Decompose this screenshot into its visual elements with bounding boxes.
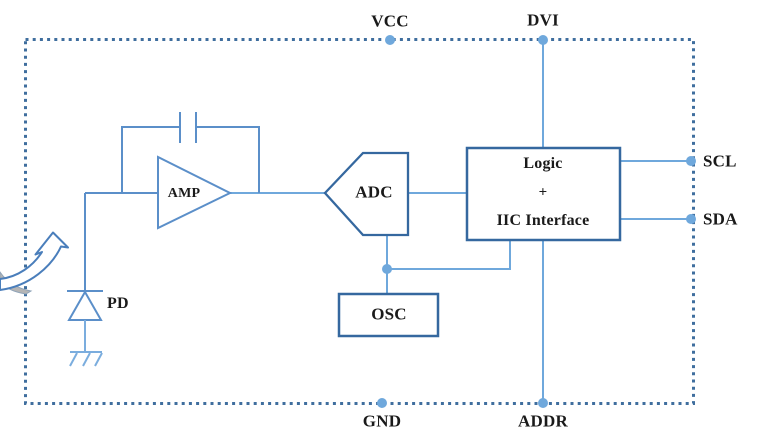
ground-symbol (69, 320, 103, 367)
osc-box (337, 292, 440, 338)
amp-triangle (157, 155, 233, 230)
pin-label-vcc: VCC (371, 11, 409, 31)
logic-label-line2: + (538, 184, 548, 201)
wire-osc-junction-to-logic (387, 240, 511, 270)
adc-label: ADC (355, 182, 393, 202)
wires (230, 40, 691, 403)
feedback-wire-left (121, 126, 180, 193)
osc-label: OSC (371, 304, 407, 324)
gnd-pin-dot (377, 398, 387, 408)
osc-junction-dot (382, 264, 392, 274)
amp-label: AMP (167, 186, 201, 201)
pd-label: PD (107, 295, 129, 312)
vcc-pin-dot (385, 35, 395, 45)
pin-label-sda: SDA (703, 209, 738, 229)
feedback-wire-right (196, 126, 260, 193)
photodiode-triangle (67, 289, 103, 321)
ground-tick-1 (69, 352, 78, 367)
pin-label-gnd: GND (362, 411, 402, 431)
adc-shape (323, 151, 410, 237)
dvi-pin-dot (538, 35, 548, 45)
addr-pin-dot (538, 398, 548, 408)
light-arrow (0, 231, 69, 291)
ground-tick-3 (94, 352, 103, 367)
logic-label-line1: Logic (523, 155, 563, 172)
connection-dots (377, 35, 696, 408)
ground-tick-2 (82, 352, 91, 367)
pin-label-scl: SCL (703, 151, 737, 171)
pin-label-addr: ADDR (518, 411, 568, 431)
sda-pin-dot (686, 214, 696, 224)
pin-label-dvi: DVI (527, 10, 559, 30)
logic-box (465, 146, 622, 242)
scl-pin-dot (686, 156, 696, 166)
logic-label-line3: IIC Interface (496, 212, 590, 229)
